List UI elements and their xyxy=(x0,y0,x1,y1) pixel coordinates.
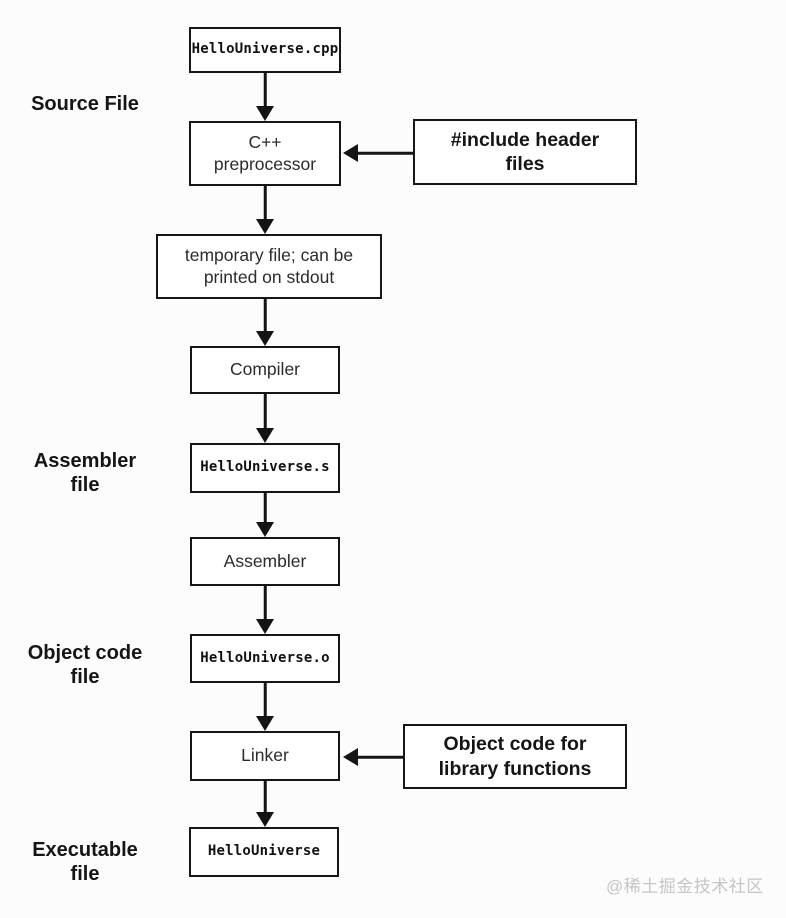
label-executable-file: Executable file xyxy=(32,839,138,885)
annotation-include-headers-box: #include header files xyxy=(413,119,637,185)
annotation-library-objects-box: Object code for library functions xyxy=(403,724,627,789)
arrowhead-left-icon xyxy=(343,748,358,766)
node-assembler-file-box: HelloUniverse.s xyxy=(190,443,340,493)
arrow-temp-to-compiler xyxy=(255,299,275,346)
arrow-asmfile-to-assembler xyxy=(255,493,275,537)
node-compiler-box: Compiler xyxy=(190,346,340,394)
arrow-headers-to-preprocessor xyxy=(343,143,413,163)
arrowhead-left-icon xyxy=(343,144,358,162)
arrow-compiler-to-asmfile xyxy=(255,394,275,443)
node-executable-box: HelloUniverse xyxy=(189,827,339,877)
watermark-text: @稀土掘金技术社区 xyxy=(606,877,764,896)
arrowhead-down-icon xyxy=(256,428,274,443)
node-linker-box: Linker xyxy=(190,731,340,781)
arrowhead-down-icon xyxy=(256,219,274,234)
arrowhead-down-icon xyxy=(256,106,274,121)
label-source-file: Source File xyxy=(31,93,139,115)
arrow-assembler-to-objfile xyxy=(255,586,275,634)
arrow-linker-to-executable xyxy=(255,781,275,827)
node-temp-file-box: temporary file; can be printed on stdout xyxy=(156,234,382,299)
arrow-libobjects-to-linker xyxy=(343,747,403,767)
node-assembler-box: Assembler xyxy=(190,537,340,586)
node-source-file-box: HelloUniverse.cpp xyxy=(189,27,341,73)
arrow-objfile-to-linker xyxy=(255,683,275,731)
arrowhead-down-icon xyxy=(256,812,274,827)
arrow-cpp-to-preprocessor xyxy=(255,73,275,121)
arrowhead-down-icon xyxy=(256,619,274,634)
label-object-code-file: Object code file xyxy=(27,642,143,688)
arrowhead-down-icon xyxy=(256,331,274,346)
label-assembler-file: Assembler file xyxy=(33,450,137,496)
node-preprocessor-box: C++ preprocessor xyxy=(189,121,341,186)
node-object-file-box: HelloUniverse.o xyxy=(190,634,340,683)
arrowhead-down-icon xyxy=(256,716,274,731)
arrow-preprocessor-to-temp xyxy=(255,186,275,234)
arrowhead-down-icon xyxy=(256,522,274,537)
